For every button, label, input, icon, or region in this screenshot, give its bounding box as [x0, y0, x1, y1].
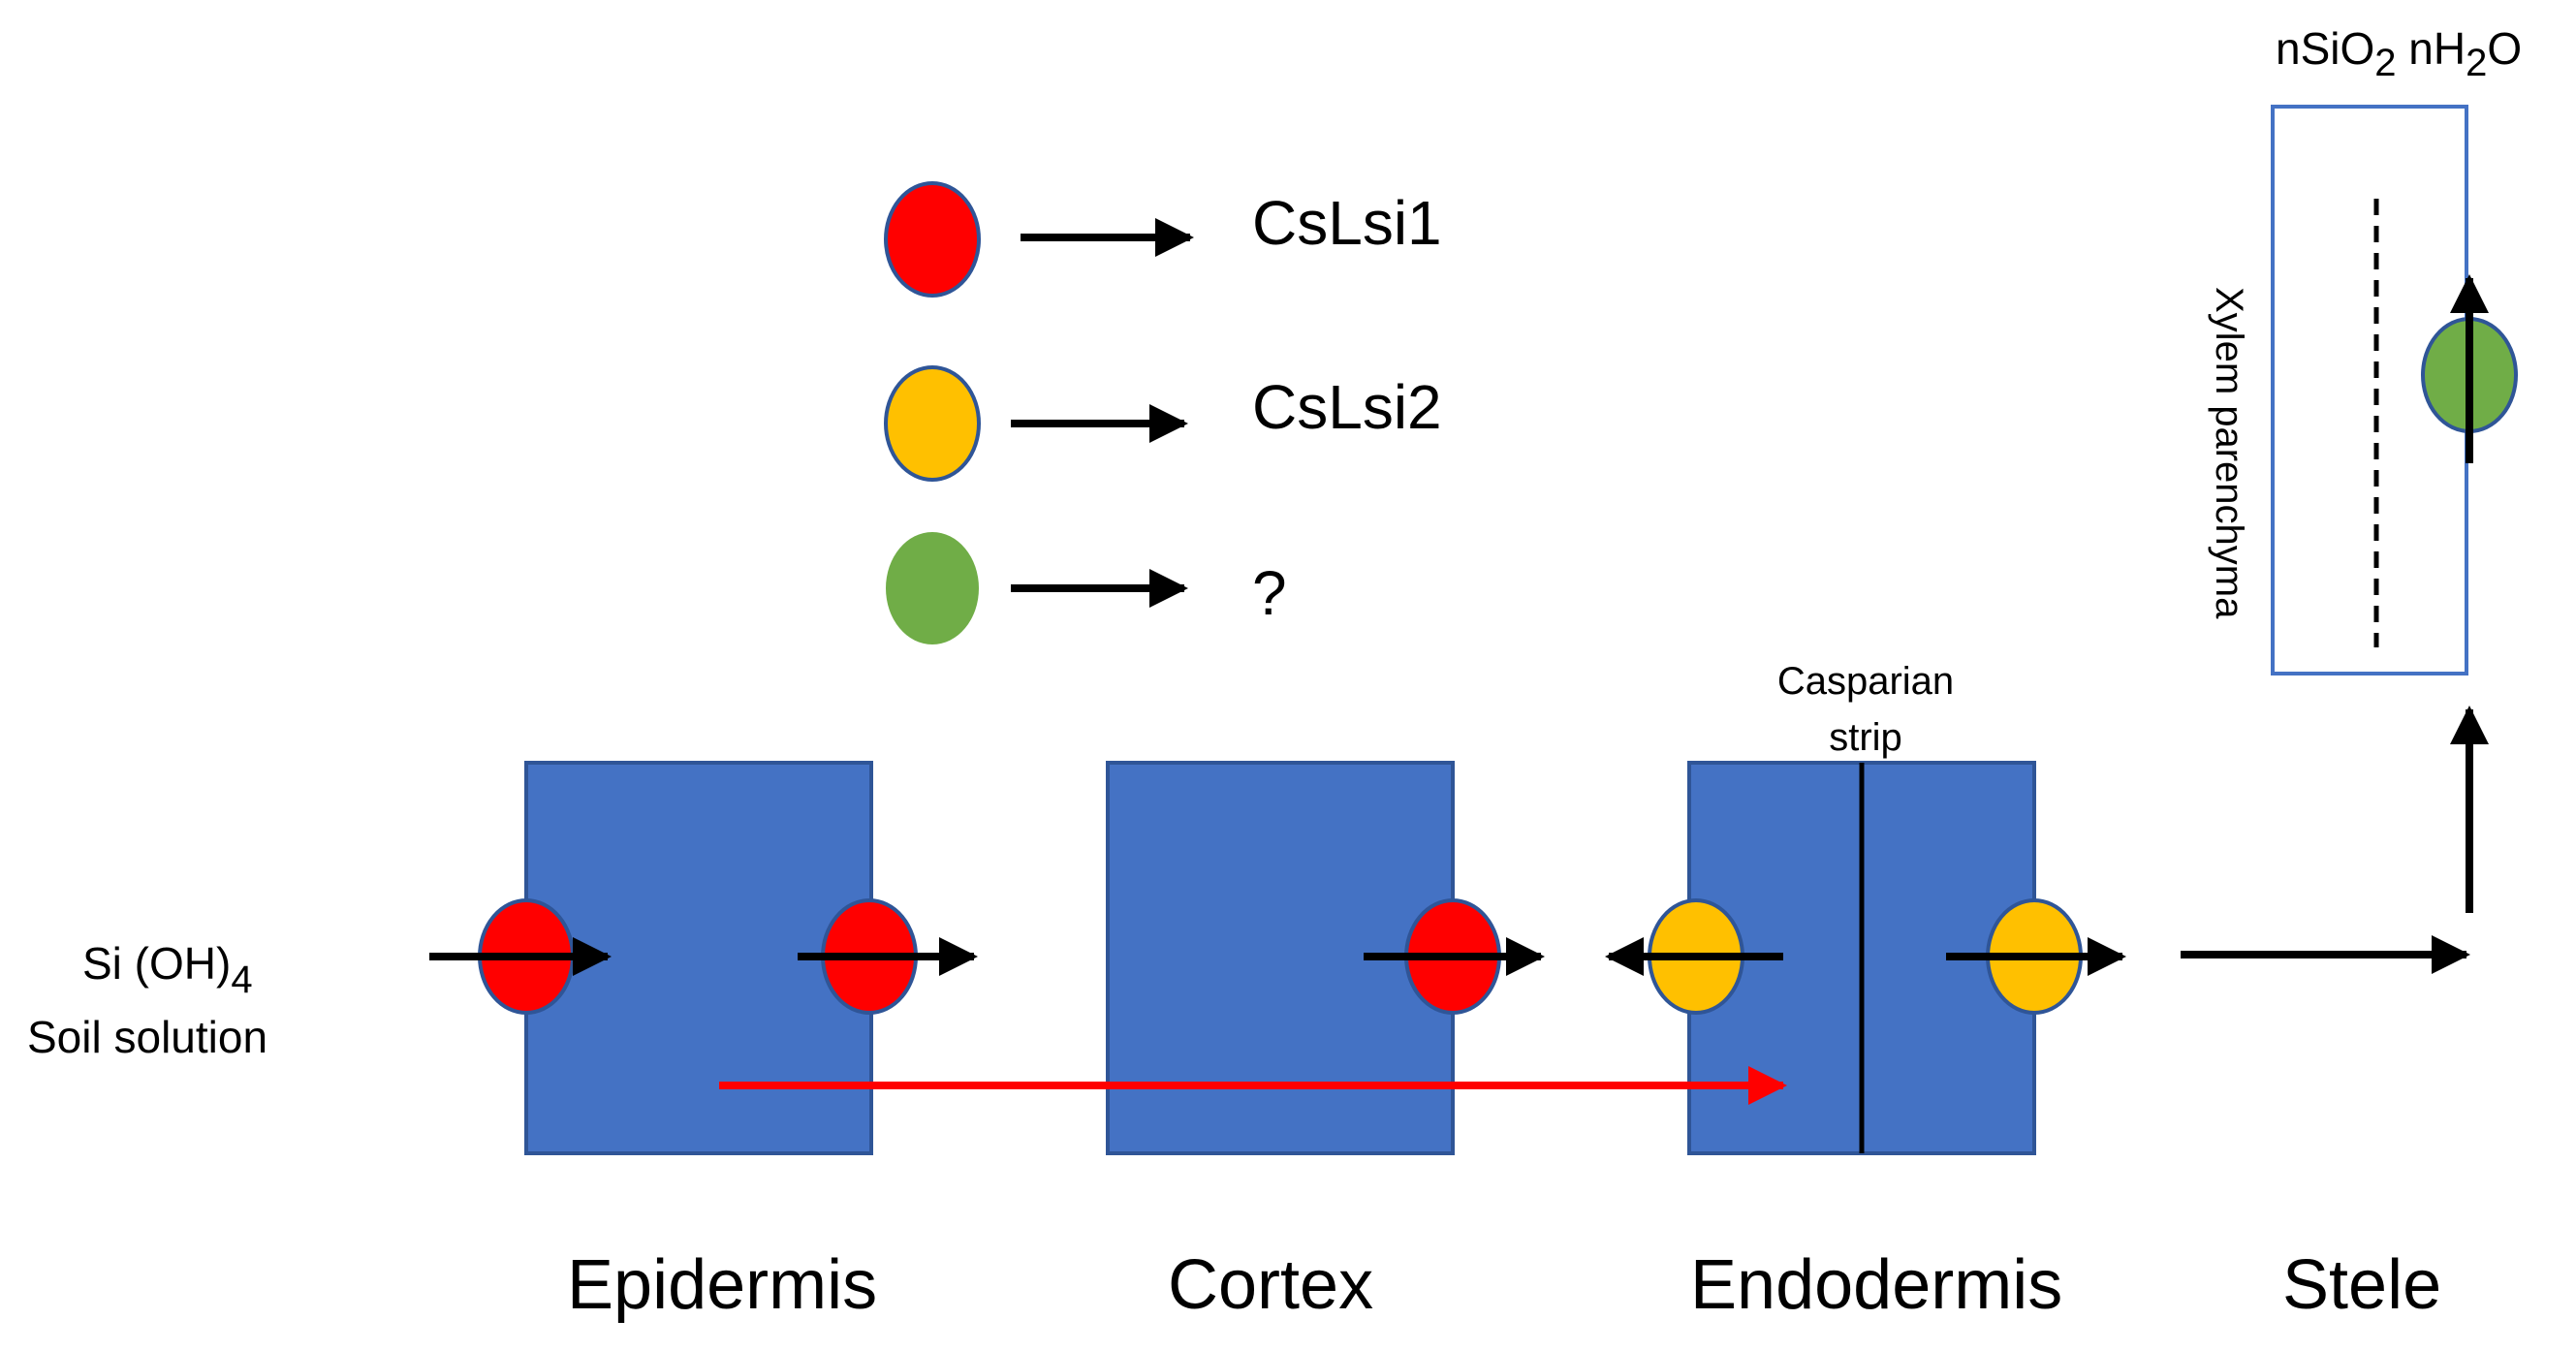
xylem-parenchyma-label: Xylem parenchyma: [2208, 287, 2250, 619]
input-label-line2: Soil solution: [27, 1012, 267, 1062]
legend-item-cslsi1: CsLsi1: [884, 181, 1442, 298]
cslsi1-marker-icon: [884, 181, 981, 298]
layer-label-endodermis: Endodermis: [1690, 1246, 2062, 1324]
legend-item-cslsi2: CsLsi2: [884, 365, 1442, 482]
silica-output-label: nSiO2 nH2O: [2276, 23, 2522, 84]
legend-label-cslsi1: CsLsi1: [1252, 188, 1442, 258]
casparian-strip-label-line2: strip: [1829, 716, 1902, 759]
layer-label-stele: Stele: [2282, 1246, 2441, 1324]
layer-label-epidermis: Epidermis: [567, 1246, 877, 1324]
layer-label-cortex: Cortex: [1168, 1246, 1373, 1324]
legend-label-cslsi2: CsLsi2: [1252, 372, 1442, 442]
input-label-line1: Si (OH)4: [82, 938, 253, 1001]
legend-item-unknown: ?: [886, 532, 1287, 644]
cslsi2-marker-icon: [884, 365, 981, 482]
unknown-marker-icon: [886, 532, 979, 644]
casparian-strip-label-line1: Casparian: [1777, 660, 1954, 703]
legend-label-unknown: ?: [1252, 558, 1287, 628]
legend: CsLsi1 CsLsi2 ?: [884, 181, 1442, 644]
input-label: Si (OH)4 Soil solution: [27, 938, 267, 1062]
